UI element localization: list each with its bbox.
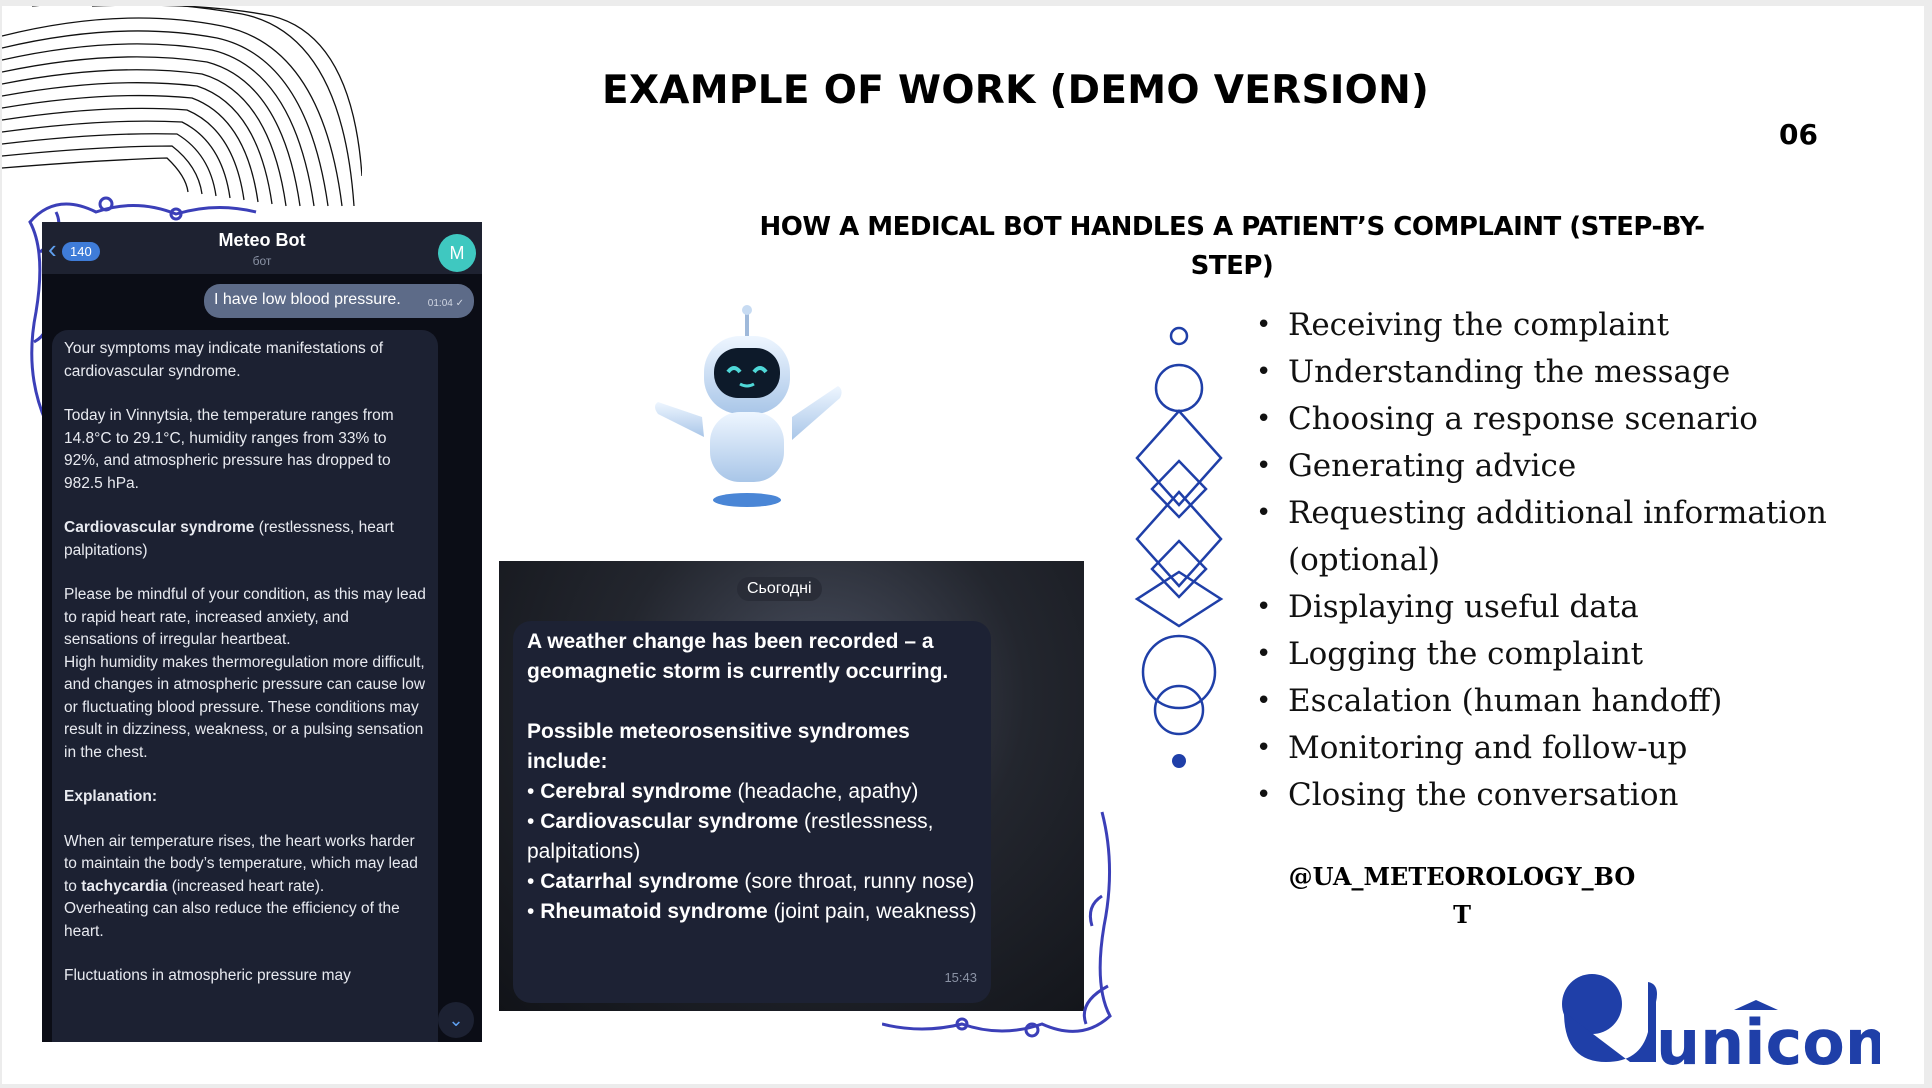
step-item: Requesting additional information (optio… — [1252, 490, 1862, 584]
ornament-flourish-right — [882, 811, 1112, 1038]
reply-paragraph: Please be mindful of your condition, as … — [64, 586, 426, 648]
syndrome-item: • Catarrhal syndrome (sore throat, runny… — [527, 870, 975, 893]
scroll-down-chevron-icon[interactable]: ⌄ — [438, 1002, 474, 1038]
reply-paragraph: Overheating can also reduce the efficien… — [64, 900, 400, 940]
syndrome-item: • Rheumatoid syndrome (joint pain, weakn… — [527, 900, 977, 923]
back-chevron-icon[interactable]: ‹ — [48, 234, 57, 264]
alert-subheadline: Possible meteorosensitive syndromes incl… — [527, 720, 910, 773]
step-item: Closing the conversation — [1252, 772, 1862, 819]
slide-subtitle: HOW A MEDICAL BOT HANDLES A PATIENT’S CO… — [759, 212, 1706, 281]
svg-text:unicom: unicom — [1656, 1006, 1880, 1072]
syndrome-item: • Cerebral syndrome (headache, apathy) — [527, 780, 919, 803]
page-number: 06 — [1779, 118, 1818, 151]
unicom-logo-icon: unicom — [1562, 974, 1880, 1072]
step-item: Choosing a response scenario — [1252, 396, 1862, 443]
decorative-chain-icon — [1134, 326, 1224, 768]
message-time: 15:43 — [944, 970, 977, 985]
reply-paragraph: Cardiovascular syndrome (restlessness, h… — [64, 519, 394, 559]
step-item: Receiving the complaint — [1252, 302, 1862, 349]
step-item: Generating advice — [1252, 443, 1862, 490]
reply-paragraph: Today in Vinnytsia, the temperature rang… — [64, 407, 394, 492]
slide-title: EXAMPLE OF WORK (DEMO VERSION) — [602, 68, 1430, 113]
message-time: 01:04 ✓ — [427, 298, 464, 309]
storm-alert-chat-screenshot: Сьогодні A weather change has been recor… — [499, 561, 1084, 1011]
telegram-chat-screenshot: ‹ 140 Meteo Bot бот M I have low blood p… — [42, 222, 482, 1042]
unread-count-badge[interactable]: 140 — [62, 242, 100, 261]
storm-alert-bubble: A weather change has been recorded – a g… — [513, 621, 991, 1003]
chat-title: Meteo Bot — [218, 230, 306, 250]
reply-paragraph: Fluctuations in atmospheric pressure may — [64, 967, 351, 984]
explanation-label: Explanation: — [64, 788, 158, 805]
robot-mascot-icon — [655, 305, 842, 507]
user-message-bubble: I have low blood pressure. 01:04 ✓ — [204, 284, 474, 318]
steps-list: Receiving the complaint Understanding th… — [1252, 302, 1862, 819]
slide: EXAMPLE OF WORK (DEMO VERSION) 06 HOW A … — [2, 6, 1924, 1084]
bot-avatar[interactable]: M — [438, 234, 476, 272]
user-message-text: I have low blood pressure. — [214, 291, 401, 308]
step-item: Monitoring and follow-up — [1252, 725, 1862, 772]
reply-paragraph: When air temperature rises, the heart wo… — [64, 832, 418, 895]
step-item: Logging the complaint — [1252, 631, 1862, 678]
bot-reply-bubble: Your symptoms may indicate manifestation… — [52, 330, 438, 1042]
date-label: Сьогодні — [737, 577, 822, 601]
decorative-wave-lines — [2, 6, 362, 207]
step-item: Escalation (human handoff) — [1252, 678, 1862, 725]
bot-handle: @UA_METEOROLOGY_BO T — [1288, 862, 1636, 929]
chat-subtitle: бот — [252, 254, 272, 268]
step-item: Understanding the message — [1252, 349, 1862, 396]
syndrome-item: • Cardiovascular syndrome (restlessness,… — [527, 810, 934, 863]
reply-paragraph: Your symptoms may indicate manifestation… — [64, 340, 384, 380]
step-item: Displaying useful data — [1252, 584, 1862, 631]
reply-paragraph: High humidity makes thermoregulation mor… — [64, 653, 426, 761]
alert-headline: A weather change has been recorded – a g… — [527, 630, 949, 683]
chat-header: ‹ 140 Meteo Bot бот M — [42, 222, 482, 274]
